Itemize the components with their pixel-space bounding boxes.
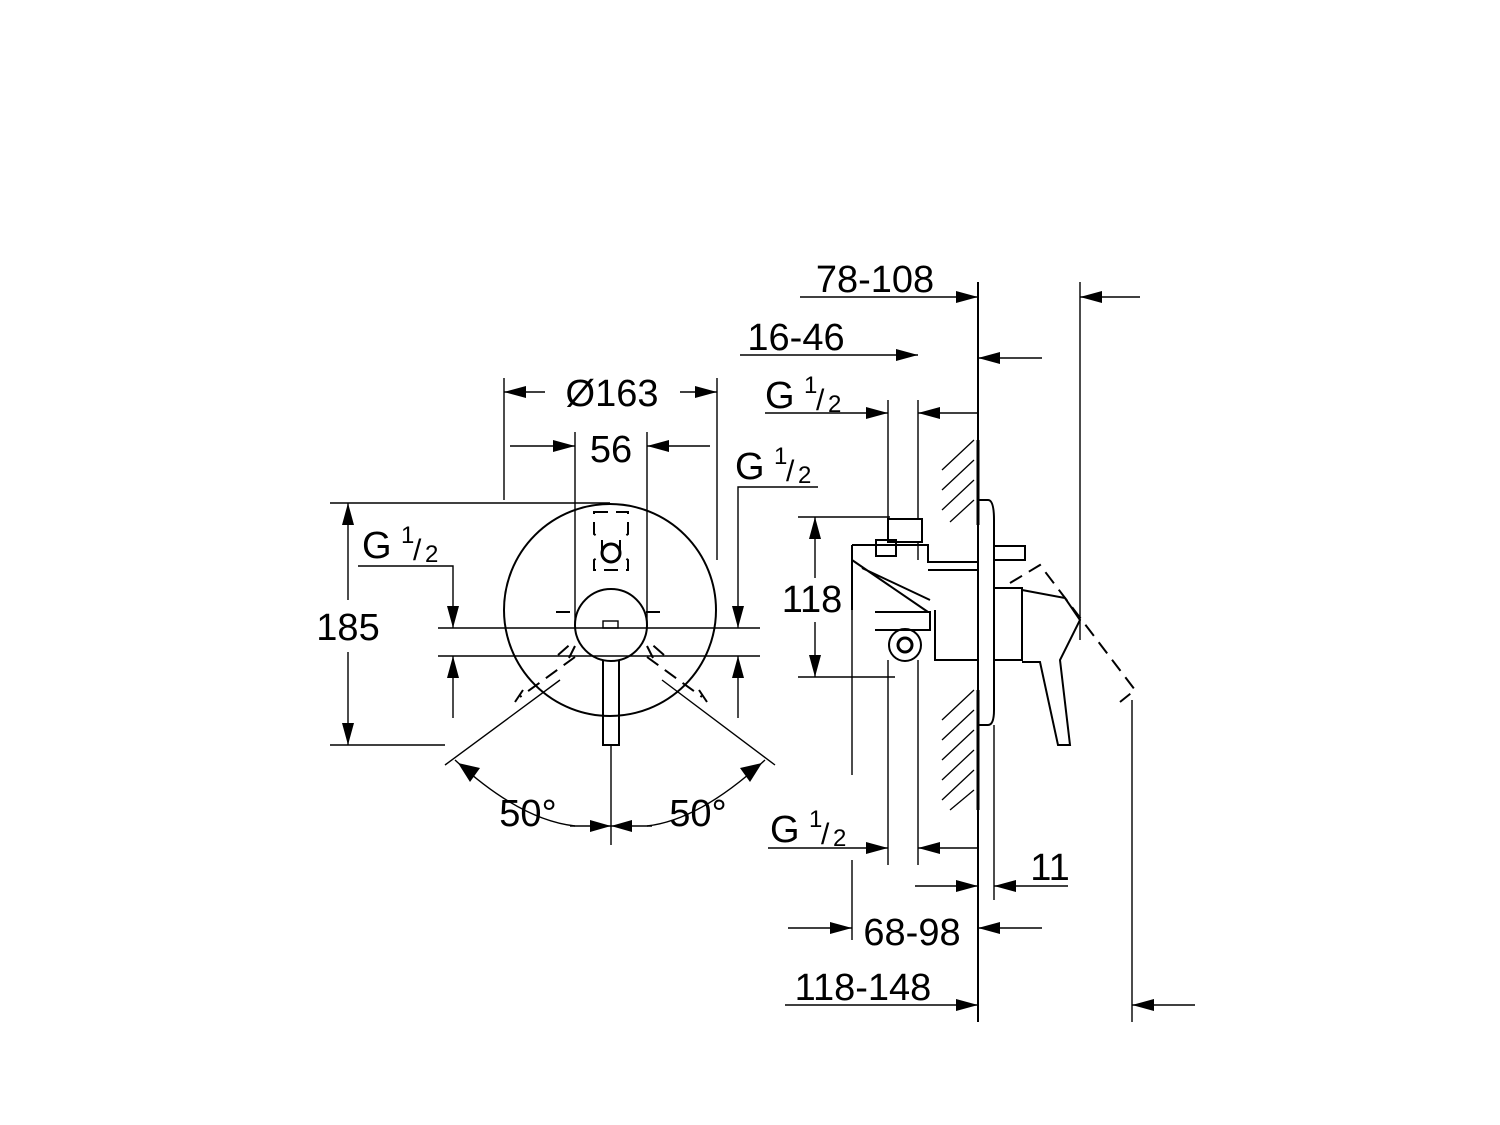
valve-body-top: [851, 544, 979, 610]
thread-axis-lines: [438, 627, 760, 657]
arrow: [896, 349, 918, 361]
bottom-inlet-fitting: [888, 628, 922, 662]
front-view: Ø163 56 185 G 1 / 2 G 1 / 2 50° 50°: [316, 373, 818, 845]
angle-left-label: 50°: [499, 793, 556, 835]
diameter-label: Ø163: [566, 373, 659, 415]
arrow: [647, 440, 669, 452]
arrow: [504, 386, 526, 398]
thread-num: 1: [809, 806, 822, 833]
arrow: [458, 763, 480, 782]
pipe-bottom: [887, 660, 919, 865]
w56-ext-lines: [574, 432, 648, 625]
thread-den: 2: [828, 391, 841, 418]
thread-num: 1: [401, 522, 414, 549]
valve-body-rear: [934, 610, 978, 661]
arrow: [956, 999, 978, 1011]
arrow: [956, 880, 978, 892]
arrow: [918, 842, 940, 854]
dim-11-label: 11: [1030, 847, 1069, 889]
dim-78-108-label: 78-108: [816, 259, 934, 301]
thread-slash: /: [786, 455, 795, 488]
arrow: [978, 922, 1000, 934]
lever-swing-left: [519, 656, 576, 698]
diverter-knob-hole: [600, 542, 622, 564]
h185-ext-lines: [330, 502, 610, 746]
housing-hidden: [556, 611, 666, 659]
thread-num: 1: [804, 372, 817, 399]
thread-slash: /: [413, 534, 422, 567]
valve-body-diagonal: [851, 559, 931, 613]
thread-num: 1: [774, 443, 787, 470]
dim-118-label: 118: [782, 579, 843, 621]
lever-hub-side: [994, 587, 1023, 661]
lever: [602, 660, 620, 746]
thread-g: G: [765, 375, 795, 417]
arrow: [918, 407, 940, 419]
angle-line-left: [444, 679, 561, 766]
arrow: [1132, 999, 1154, 1011]
thread-den: 2: [833, 825, 846, 852]
arrow: [866, 842, 888, 854]
hub-logo: [602, 620, 619, 629]
height-185-label: 185: [316, 607, 379, 649]
arrow: [732, 606, 744, 628]
arrow: [978, 352, 1000, 364]
arrow: [956, 291, 978, 303]
thread-den: 2: [425, 541, 438, 568]
thread-g: G: [770, 809, 800, 851]
arrow: [740, 763, 762, 782]
wall-hatching: [941, 439, 975, 811]
arrow: [553, 440, 575, 452]
arrow: [809, 655, 821, 677]
arrow: [830, 922, 852, 934]
arrow: [342, 503, 354, 525]
angle-line-right: [661, 679, 776, 766]
top-inlet-fitting: [887, 518, 923, 543]
thread-top-label: G 1 / 2: [765, 372, 841, 418]
arrow: [695, 386, 717, 398]
arrow: [732, 656, 744, 678]
width-56-label: 56: [590, 429, 632, 471]
thread-g: G: [735, 446, 765, 488]
arrow: [809, 517, 821, 539]
arrow: [994, 880, 1016, 892]
lever-swing-ends: [514, 689, 708, 703]
arrow: [1080, 291, 1102, 303]
arrow: [447, 606, 459, 628]
rosette-plate: [978, 499, 995, 726]
diverter-knob: [995, 545, 1026, 561]
lever-raised-hidden: [1009, 563, 1137, 703]
thread-right-leader: [737, 486, 818, 628]
bottom-inlet-core: [896, 636, 914, 654]
lever-hub: [574, 588, 648, 662]
dim-118-ext: [798, 516, 895, 678]
valve-port: [875, 539, 897, 557]
dia-ext-lines: [503, 378, 718, 560]
thread-slash: /: [816, 384, 825, 417]
thread-g: G: [362, 525, 392, 567]
rosette-circle: [503, 503, 717, 717]
arrow: [866, 407, 888, 419]
thread-slash: /: [821, 818, 830, 851]
lever-swing-right: [646, 656, 703, 698]
side-view: 78-108 16-46 G 1 / 2 118 G 1 / 2 11 68-9…: [740, 259, 1195, 1022]
dim-68-98-label: 68-98: [863, 912, 960, 954]
dim-118-148-label: 118-148: [795, 967, 932, 1009]
diverter-knob-hidden: [593, 511, 629, 571]
thread-right-label: G 1 / 2: [735, 443, 811, 489]
angle-right-label: 50°: [669, 793, 726, 835]
lever-side: [1021, 589, 1082, 746]
valve-body-mid: [875, 611, 931, 631]
arrow: [447, 656, 459, 678]
thread-bottom-label: G 1 / 2: [770, 806, 846, 852]
thread-left-label: G 1 / 2: [362, 522, 438, 568]
dim-16-46-label: 16-46: [747, 317, 844, 359]
arrow: [342, 723, 354, 745]
thread-den: 2: [798, 462, 811, 489]
